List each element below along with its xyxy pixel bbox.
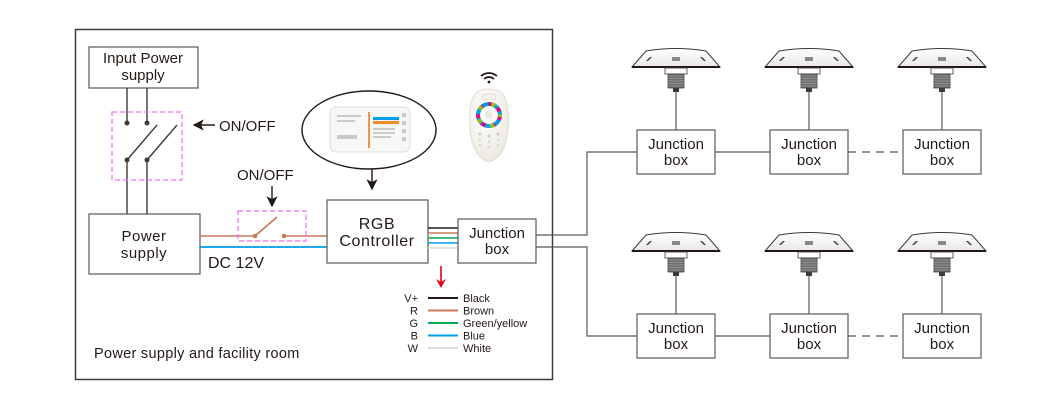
legend-code: W [408,343,419,355]
legend-name: Black [463,293,490,305]
rgb-controller-box: RGB Controller [326,199,429,264]
pool-light-icon [630,48,722,92]
wifi-icon [480,72,498,84]
power-supply-label-2: supply [121,245,167,262]
power-supply-box: Power supply [88,213,201,275]
junction-label-2: box [797,152,822,169]
mains-switch [111,111,183,181]
main-junction-label-2: box [485,241,510,258]
switch1-label: ON/OFF [219,118,276,135]
legend-code: G [409,318,418,330]
pool-light-icon [896,48,988,92]
trunk-wires [536,151,637,337]
controller-device-image [301,90,437,170]
input-power-wires [126,88,148,214]
junction-label-2: box [664,152,689,169]
legend-item: R Brown [410,306,494,318]
legend-item: B Blue [411,331,485,343]
legend-code: V+ [404,293,418,305]
rgb-controller-label-2: Controller [339,233,414,250]
legend-code: R [410,306,418,318]
junction-label-1: Junction [781,136,837,153]
pool-light-icon [763,48,855,92]
facility-room-frame [74,28,554,381]
junction-label-2: box [797,336,822,353]
pool-light-icon [763,232,855,276]
rgbw-wires [428,227,458,249]
junction-label-2: box [930,152,955,169]
facility-room-label: Power supply and facility room [94,346,300,362]
light-rows: JunctionboxJunctionboxJunctionboxJunctio… [630,48,988,359]
main-junction-label-1: Junction [469,225,525,242]
input-power-supply-box: Input Power supply [88,46,199,89]
legend-name: Brown [463,306,494,318]
junction-label-1: Junction [914,136,970,153]
input-power-label-1: Input Power [103,50,183,67]
junction-label-1: Junction [648,320,704,337]
switch2-label: ON/OFF [237,167,294,184]
legend-code: B [411,331,418,343]
junction-label-1: Junction [781,320,837,337]
input-power-label-2: supply [121,67,165,84]
dc-voltage-label: DC 12V [208,255,264,272]
junction-label-2: box [930,336,955,353]
junction-label-2: box [664,336,689,353]
pool-light-icon [630,232,722,276]
legend-item: G Green/yellow [409,318,527,330]
legend-item: W White [408,343,492,355]
legend-red-arrow [436,266,446,288]
rgb-controller-label-1: RGB [359,216,395,233]
legend-item: V+ Black [404,293,490,305]
legend-name: White [463,343,491,355]
dc-switch [237,210,307,242]
pool-light-icon [896,232,988,276]
legend-name: Green/yellow [463,318,527,330]
legend-name: Blue [463,331,485,343]
junction-label-1: Junction [914,320,970,337]
remote-control-image [469,72,509,163]
power-supply-label-1: Power [121,228,166,245]
main-junction-box: Junction box [457,218,537,264]
junction-label-1: Junction [648,136,704,153]
